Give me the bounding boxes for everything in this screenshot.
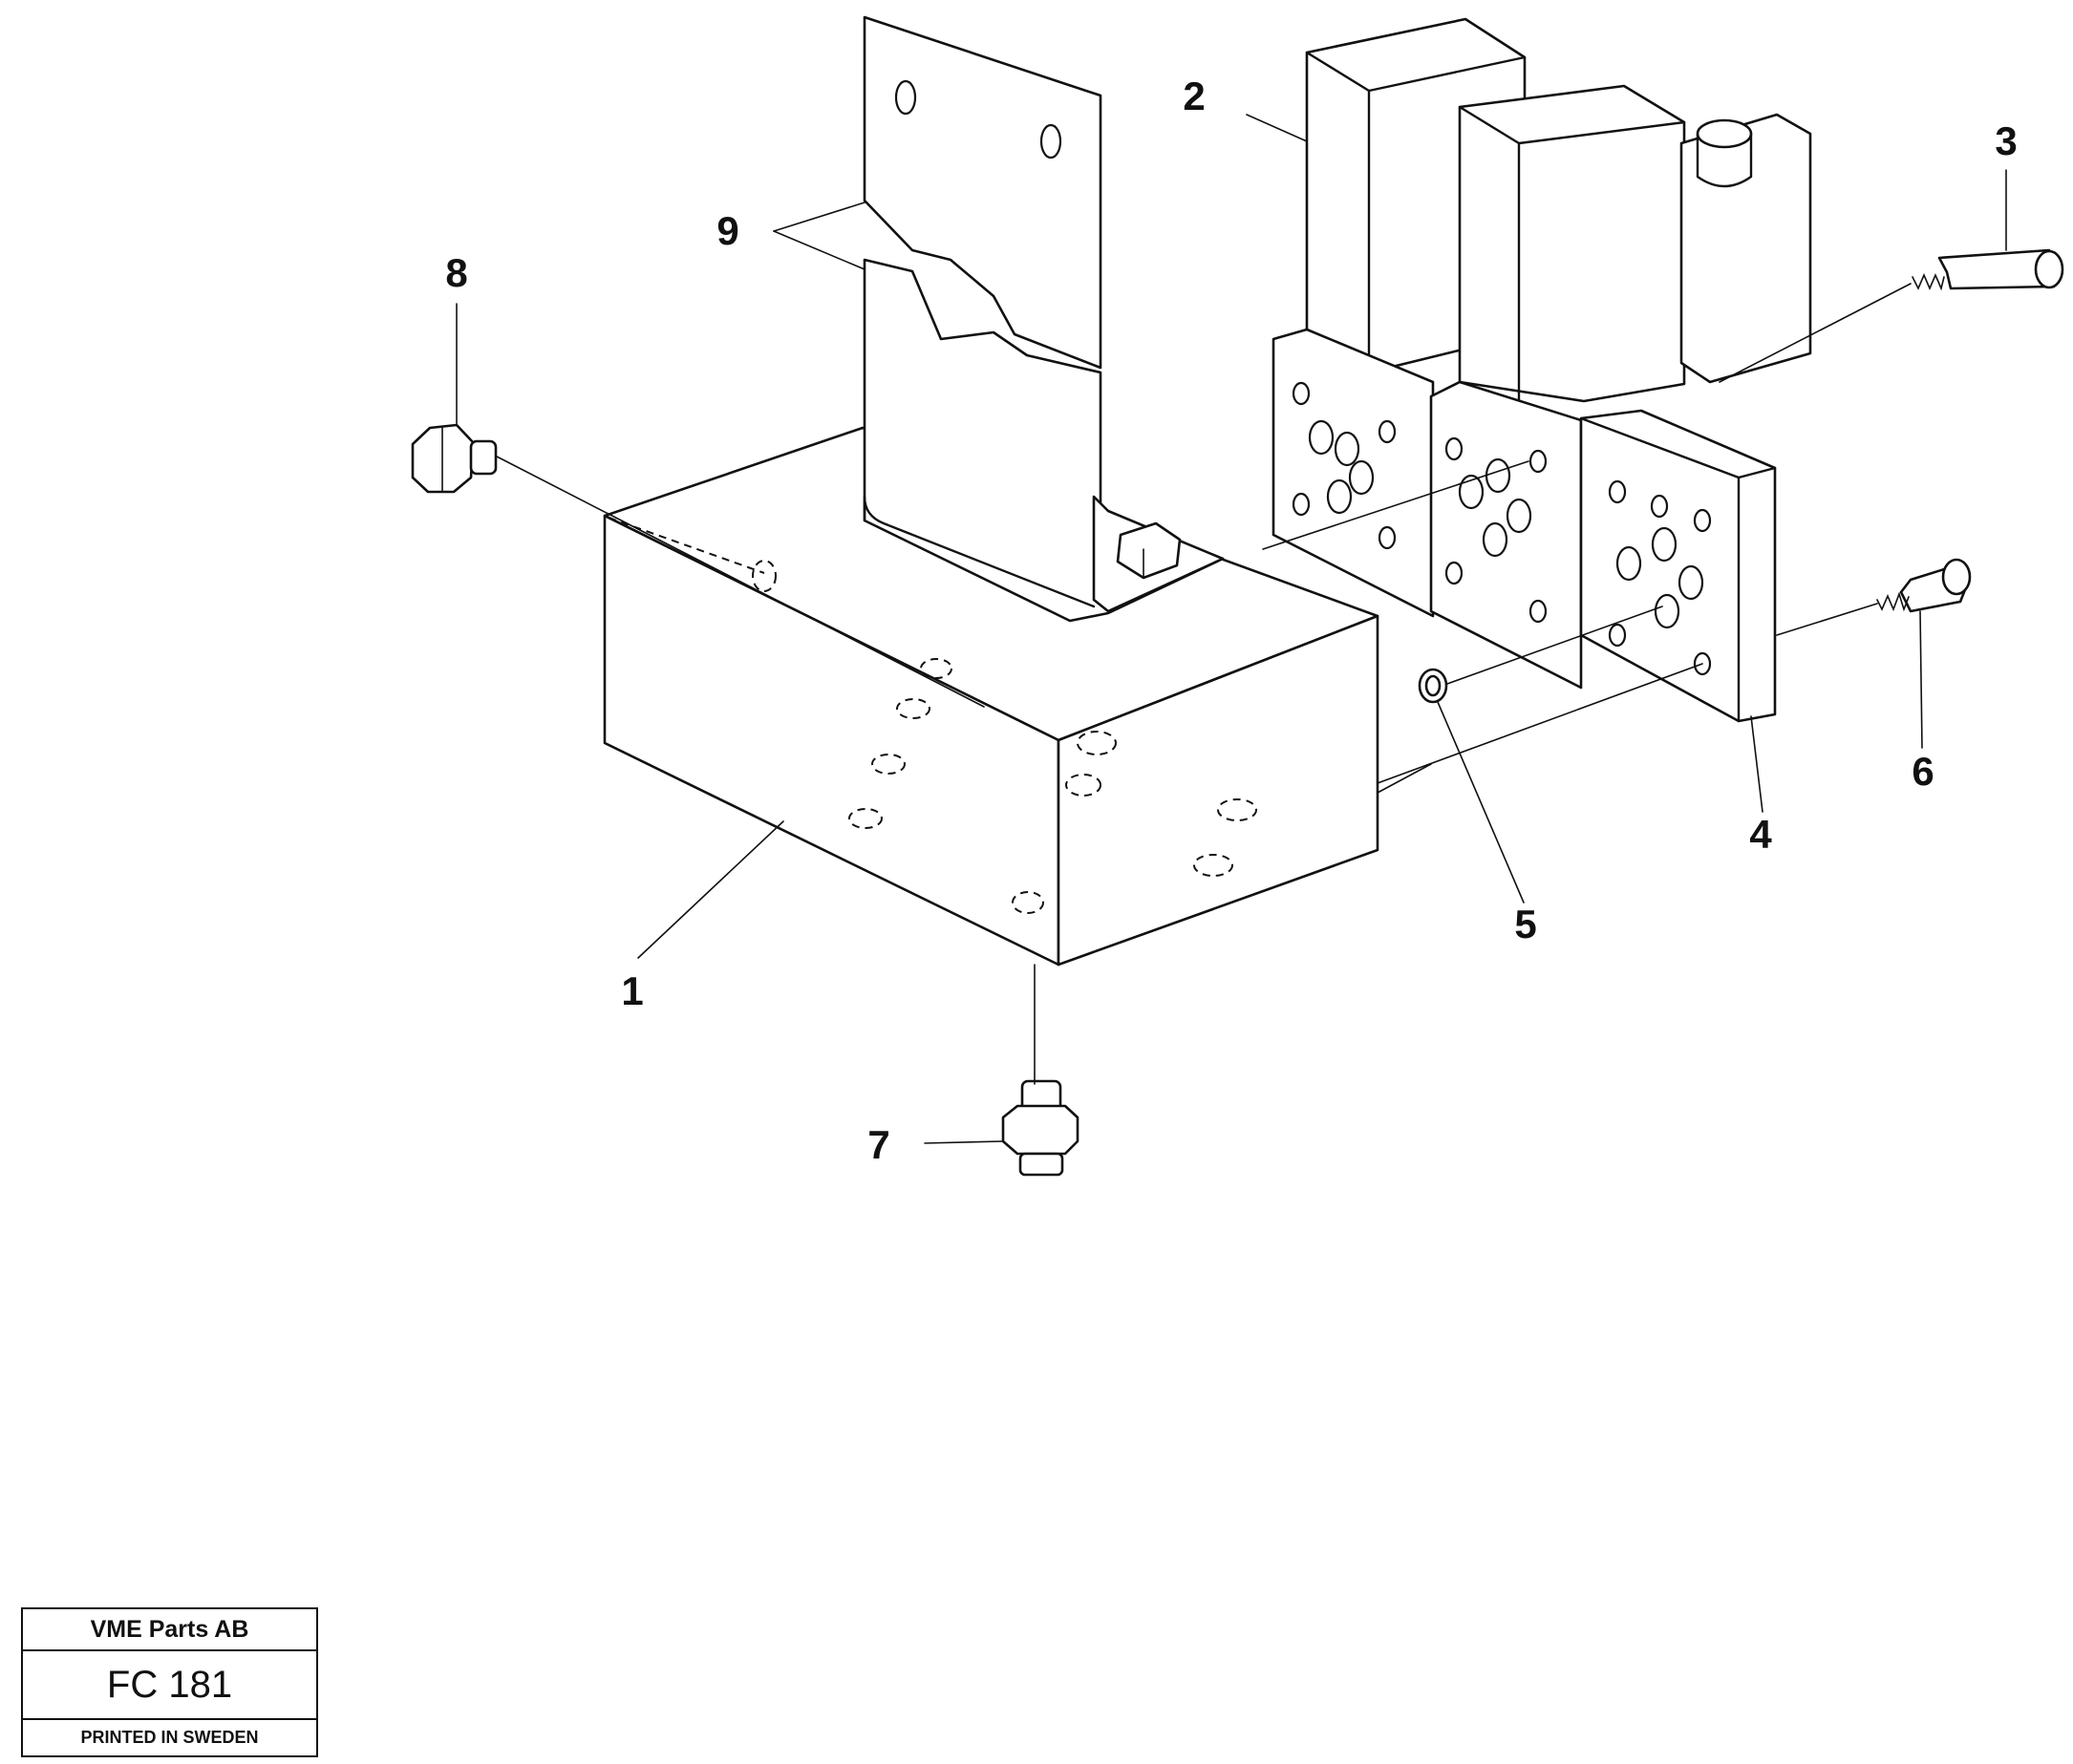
valve-ports-front [1444, 436, 1548, 624]
callout-labels: 1 2 3 4 5 6 7 8 9 [445, 74, 2017, 1167]
figure-code: FC 181 [23, 1651, 316, 1720]
callout-3: 3 [1995, 118, 2017, 163]
title-block: VME Parts AB FC 181 PRINTED IN SWEDEN [21, 1607, 318, 1757]
leader-lines [456, 114, 2007, 1144]
bracket-hole-1 [894, 79, 917, 116]
nipple-fitting [1001, 1079, 1079, 1177]
callout-4: 4 [1749, 812, 1772, 857]
o-ring [1418, 668, 1448, 704]
company-name: VME Parts AB [23, 1609, 316, 1651]
callout-5: 5 [1514, 902, 1536, 946]
callout-9: 9 [716, 208, 738, 253]
cover-plate [1579, 409, 1777, 723]
callout-2: 2 [1183, 74, 1205, 118]
assembly-lines [496, 283, 1912, 1085]
valve-block-side-face [1057, 614, 1379, 967]
short-screw [1876, 558, 1972, 613]
cover-plate-ports [1608, 479, 1712, 676]
long-screw [1912, 248, 2064, 291]
callout-8: 8 [445, 250, 467, 295]
hidden-ports [752, 560, 1257, 914]
bracket-lower-plate [863, 258, 1225, 623]
plug [411, 423, 498, 494]
valve-ports-back [1292, 381, 1397, 550]
solenoid-connector [1679, 113, 1812, 384]
callout-1: 1 [621, 968, 643, 1013]
bracket-hole-2 [1039, 123, 1062, 159]
bracket-bolt [1116, 521, 1182, 580]
bracket-upper-plate [863, 15, 1102, 370]
printed-note: PRINTED IN SWEDEN [80, 1728, 259, 1747]
callout-6: 6 [1912, 749, 1934, 794]
bracket [863, 15, 1225, 623]
valve-block [603, 426, 1379, 967]
callout-7: 7 [867, 1122, 889, 1167]
solenoid-valve-front [1429, 84, 1812, 690]
